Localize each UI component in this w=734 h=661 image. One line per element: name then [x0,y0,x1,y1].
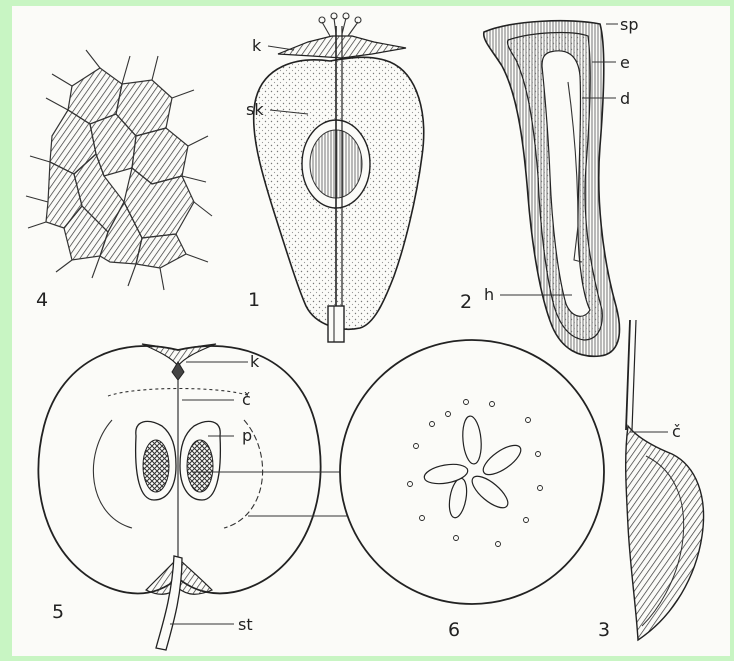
apple-label-k: k [250,352,260,371]
seed-label-e: e [620,53,630,72]
apple-label-c: č [242,390,251,409]
pear-k-leader [268,46,294,50]
stone-cells-drawing [46,68,194,268]
figure-number-5: 5 [52,601,64,623]
pear-label-sk: sk [246,100,264,119]
apple-section-drawing [38,344,320,650]
seed-label-h: h [484,285,494,304]
seed-label-d: d [620,89,630,108]
figure-number-1: 1 [248,289,260,311]
apple-label-st: st [238,615,253,634]
seed-label-sp: sp [620,15,639,34]
pear-section-drawing [254,13,424,342]
botanical-plate: 4 k sk 1 sp e d h 2 [12,6,730,656]
pear-seed-drawing [626,320,704,640]
figure-number-6: 6 [448,619,460,641]
plate-drawing: 4 k sk 1 sp e d h 2 [12,6,730,656]
pear-seed-label-c: č [672,422,681,441]
apple-cross-section-drawing [340,340,604,604]
figure-number-4: 4 [36,289,48,311]
seed-section-drawing [484,21,620,357]
figure-number-2: 2 [460,291,472,313]
apple-label-p: p [242,426,252,445]
pear-label-k: k [252,36,262,55]
figure-number-3: 3 [598,619,610,641]
